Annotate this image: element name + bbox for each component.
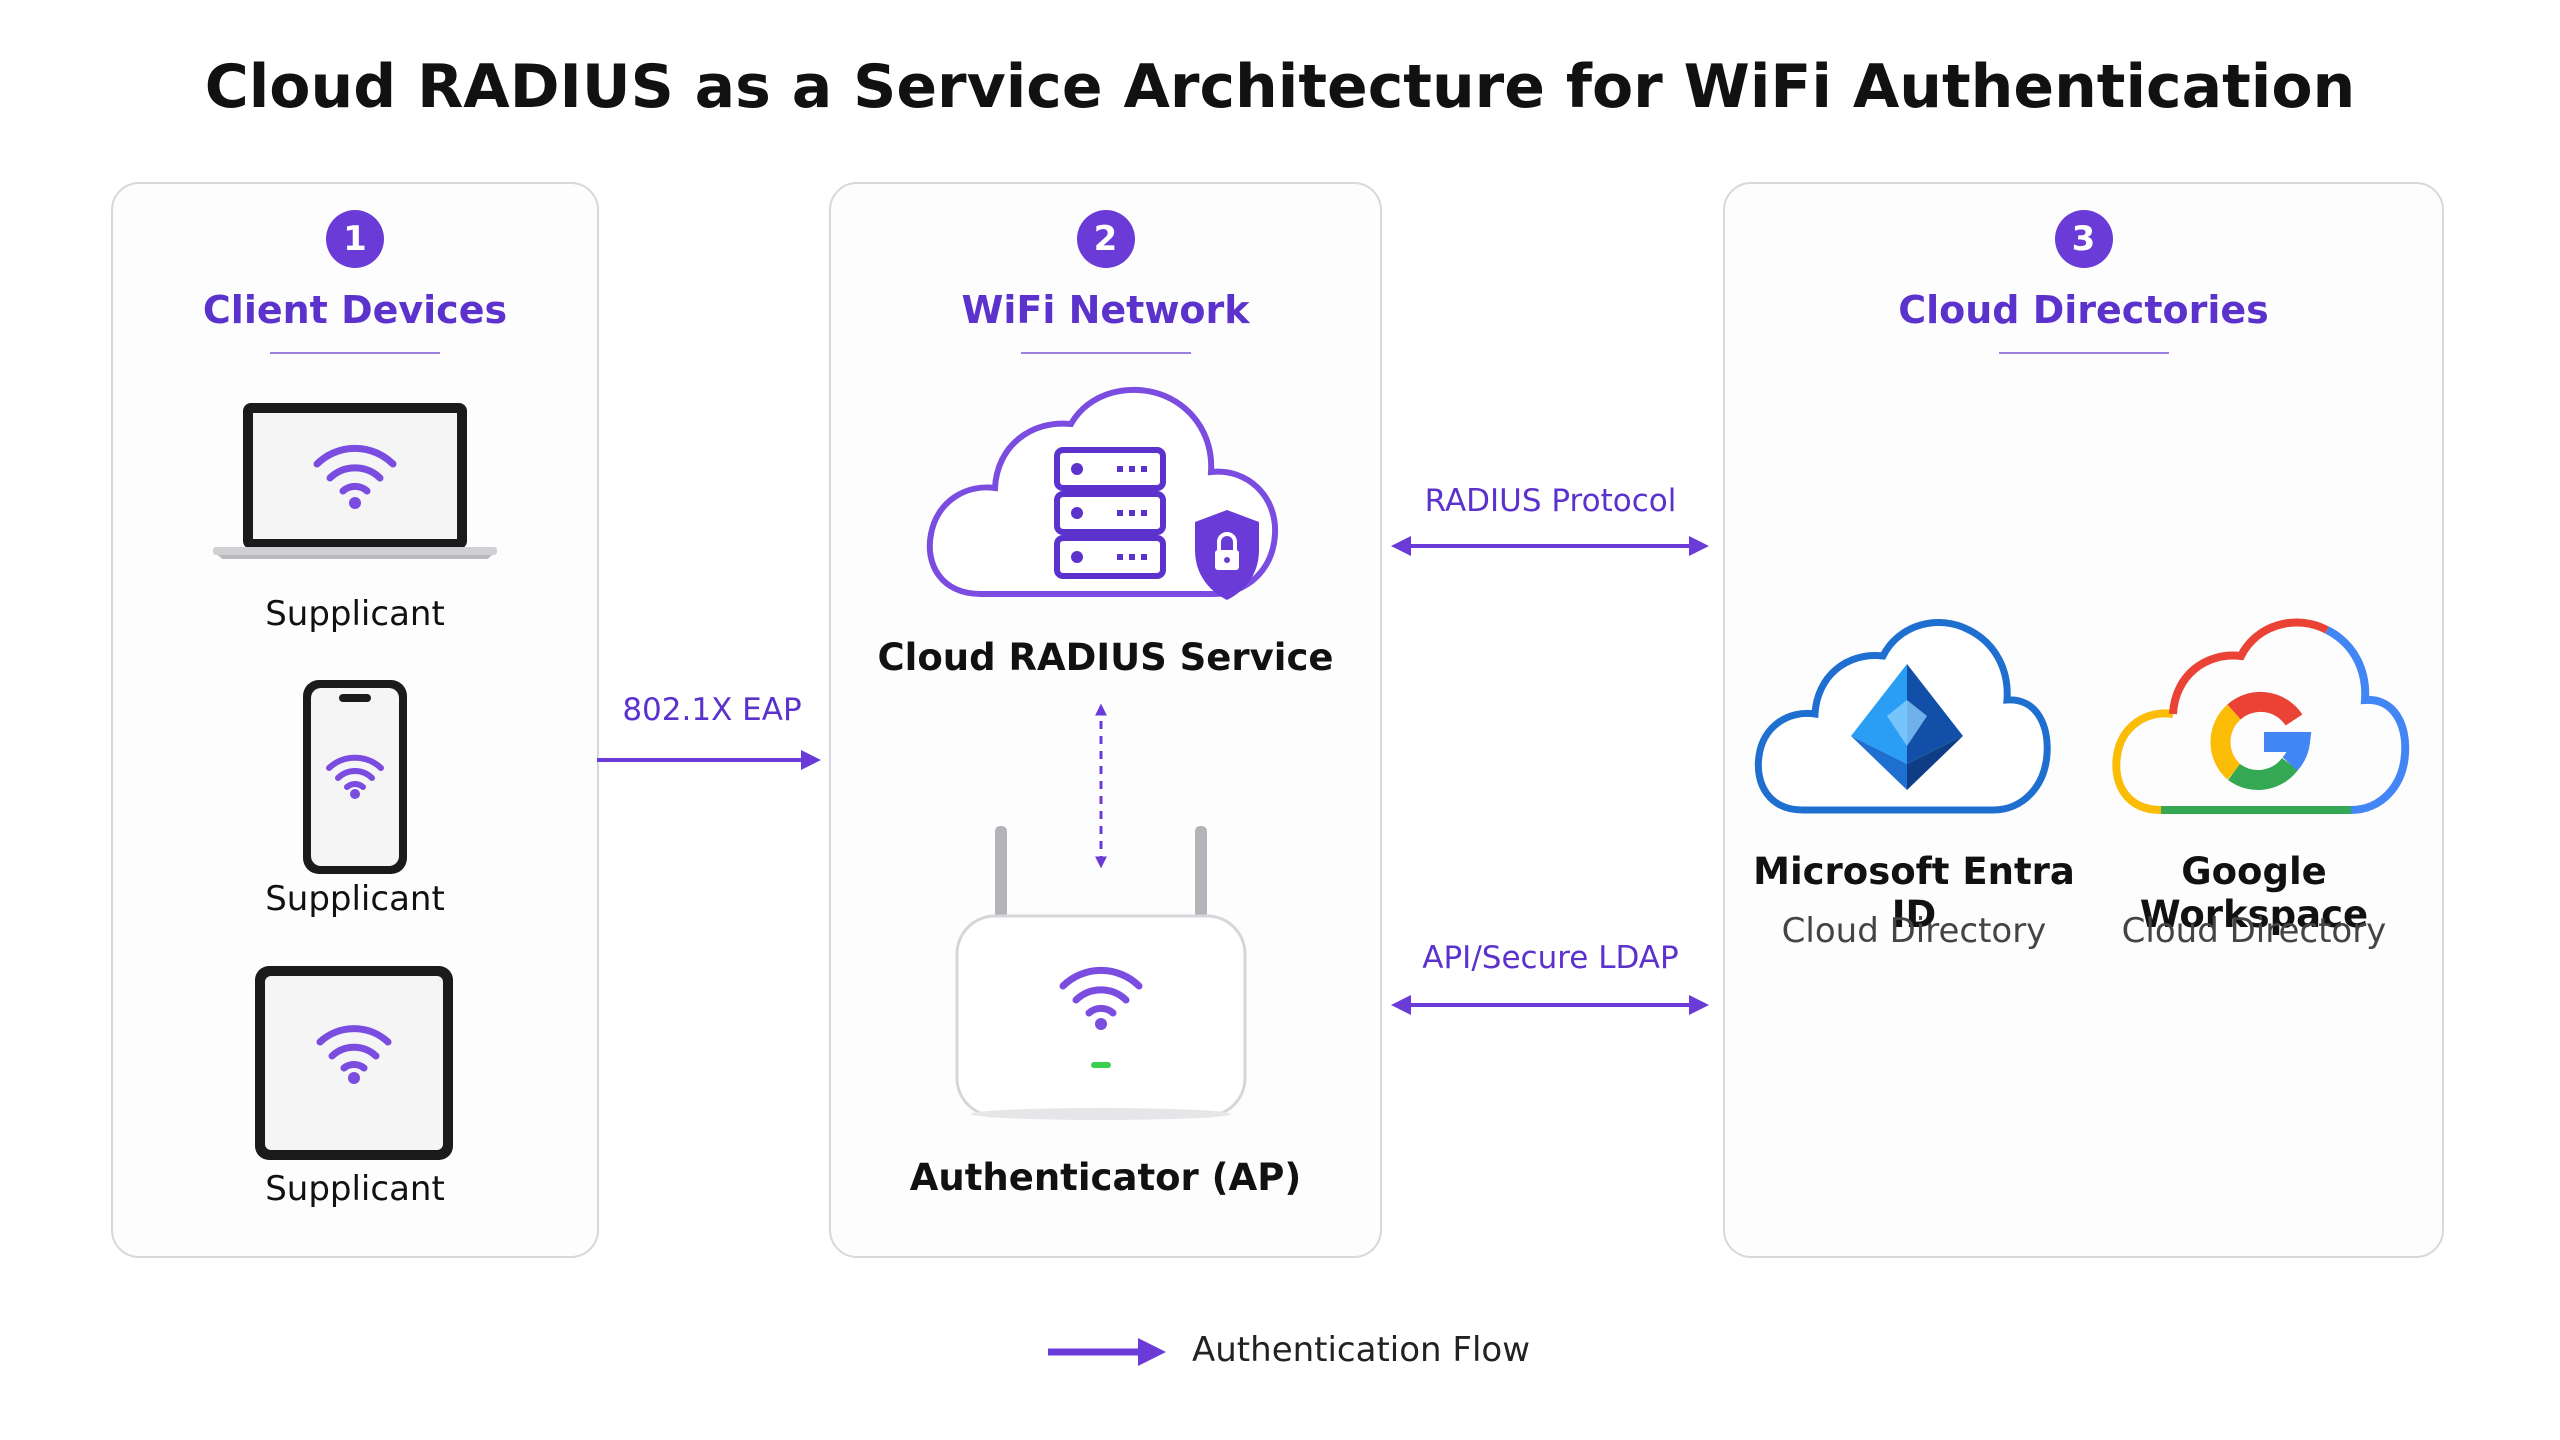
tablet-icon [255, 966, 453, 1160]
legend-label: Authentication Flow [1192, 1330, 1531, 1370]
step-badge-3: 3 [2054, 210, 2113, 268]
authenticator-ap-label: Authenticator (AP) [909, 1156, 1302, 1199]
radius-protocol-arrow [1391, 536, 1709, 556]
cloud-directories-title: Cloud Directories [1898, 288, 2269, 332]
wifi-network-panel: 2 WiFi Network Cloud RADIUS Service [829, 182, 1382, 1258]
page-title: Cloud RADIUS as a Service Architecture f… [204, 52, 2356, 122]
title-underline [1020, 352, 1191, 354]
title-underline [270, 352, 440, 354]
radius-protocol-label: RADIUS Protocol [1424, 483, 1677, 519]
cloud-directories-panel: 3 Cloud Directories Microsoft Entra ID C… [1723, 182, 2444, 1258]
step-badge-1: 1 [326, 210, 384, 268]
supplicant-tablet-label: Supplicant [265, 1169, 445, 1209]
smartphone-icon [303, 680, 407, 874]
eap-flow-label: 802.1X EAP [622, 692, 802, 728]
api-ldap-label: API/Secure LDAP [1422, 940, 1679, 976]
wifi-network-title: WiFi Network [961, 288, 1250, 332]
supplicant-phone-label: Supplicant [265, 879, 445, 919]
radius-ap-link-arrow [1095, 703, 1107, 869]
step-badge-2: 2 [1076, 210, 1135, 268]
google-logo [2112, 618, 2410, 814]
entra-name-label: Microsoft Entra ID [1753, 850, 2075, 936]
microsoft-entra-logo [1754, 619, 2051, 814]
api-ldap-arrow [1391, 995, 1709, 1015]
google-workspace-type-label: Cloud Directory [2121, 911, 2387, 951]
laptop-icon [213, 403, 497, 559]
supplicant-laptop-label: Supplicant [265, 594, 445, 634]
access-point-icon [955, 826, 1247, 1120]
eap-flow-arrow [597, 750, 821, 770]
cloud-radius-service-label: Cloud RADIUS Service [877, 636, 1334, 679]
entra-type-label: Cloud Directory [1781, 911, 2047, 951]
cloud-server-icon [926, 386, 1279, 600]
client-devices-title: Client Devices [202, 288, 508, 332]
legend-arrow-icon [1048, 1338, 1166, 1366]
title-underline [1998, 352, 2169, 354]
client-devices-panel: 1 Client Devices Supplicant Supplicant [111, 182, 599, 1258]
google-workspace-name-label: Google Workspace [2139, 850, 2369, 936]
